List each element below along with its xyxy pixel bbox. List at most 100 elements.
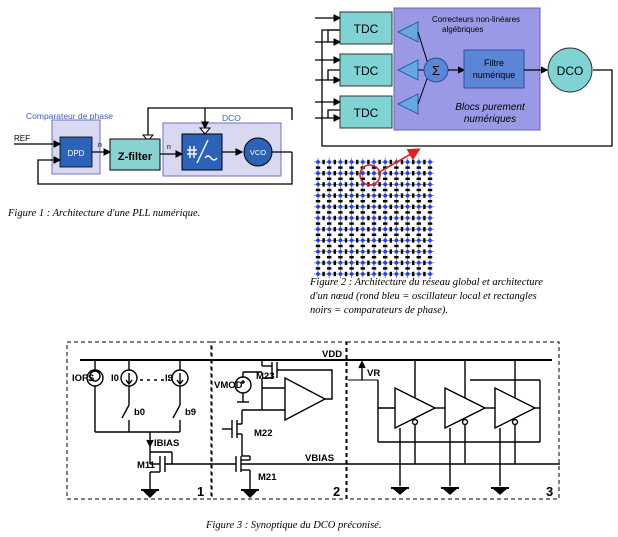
oscillator-node	[372, 160, 376, 164]
oscillator-node	[416, 272, 421, 276]
phase-comparator-mark	[416, 267, 421, 270]
tdc-inputs	[315, 14, 342, 122]
phase-comparator-mark	[371, 166, 377, 169]
oscillator-node	[416, 260, 421, 265]
correcteurs-label-2: algébriques	[442, 25, 483, 34]
oscillator-node	[394, 260, 399, 265]
section-number-1: 1	[197, 484, 204, 499]
phase-comparator-mark	[333, 215, 336, 221]
phase-comparator-mark	[315, 233, 321, 236]
phase-comparator-mark	[322, 238, 325, 243]
oscillator-node	[383, 227, 388, 232]
oscillator-node	[316, 193, 320, 198]
oscillator-node	[316, 204, 320, 209]
phase-comparator-mark	[367, 171, 370, 176]
opamp	[262, 369, 333, 422]
phase-comparator-mark	[394, 244, 399, 248]
phase-comparator-mark	[394, 200, 399, 203]
phase-comparator-mark	[344, 182, 348, 187]
oscillator-node	[416, 227, 421, 232]
oscillator-node	[372, 272, 376, 276]
phase-comparator-mark	[416, 166, 421, 169]
oscillator-node	[405, 260, 410, 265]
phase-comparator-mark	[327, 256, 332, 259]
blocs-label-1: Blocs purement	[455, 102, 526, 113]
phase-comparator-mark	[322, 171, 325, 176]
oscillator-node	[428, 249, 432, 254]
oscillator-node	[316, 272, 320, 276]
sum-symbol: Σ	[432, 63, 440, 78]
phase-comparator-mark	[400, 159, 404, 165]
oscillator-node	[372, 227, 376, 232]
oscillator-node	[383, 160, 388, 164]
b9-switch	[172, 404, 181, 419]
label-m21: M21	[258, 472, 277, 483]
phase-comparator-mark	[412, 193, 415, 198]
phase-comparator-mark	[378, 159, 381, 165]
tdc-label-1: TDC	[354, 22, 379, 36]
tdc-block-2	[339, 53, 393, 87]
phase-comparator-mark	[344, 159, 348, 165]
phase-comparator-mark	[327, 166, 332, 169]
phase-comparator-mark	[389, 227, 392, 232]
phase-comparator-mark	[400, 193, 404, 198]
oscillator-node	[428, 171, 432, 176]
ground-3	[391, 487, 509, 495]
oscillator-node	[405, 171, 410, 176]
phase-comparator-mark	[416, 188, 421, 192]
phase-comparator-mark	[367, 260, 370, 265]
phase-comparator-mark	[412, 182, 415, 187]
oscillator-node	[338, 193, 343, 198]
oscillator-node	[428, 227, 432, 232]
phase-comparator-mark	[356, 249, 359, 254]
fig2-caption-line-2: d'un nœud (rond bleu = oscillateur local…	[310, 291, 537, 302]
phase-comparator-mark	[412, 159, 415, 165]
phase-comparator-mark	[344, 215, 348, 221]
phase-comparator-mark	[383, 256, 388, 259]
phase-comparator-mark	[333, 182, 336, 187]
fig3-labels: IOFS I0 I9 b0 b9 IBIAS M11 VMOD M23 M22 …	[72, 349, 553, 499]
phase-comparator-mark	[315, 222, 321, 225]
oscillator-node	[360, 160, 365, 164]
phase-comparator-mark	[367, 159, 370, 165]
m22-transistor	[222, 409, 262, 456]
phase-comparator-mark	[356, 227, 359, 232]
phase-comparator-mark	[367, 227, 370, 232]
phase-comparator-mark	[322, 215, 325, 221]
phase-comparator-mark	[327, 188, 332, 192]
phase-comparator-mark	[349, 177, 354, 180]
oscillator-node	[416, 182, 421, 187]
phase-comparator-mark	[423, 182, 426, 187]
oscillator-node	[383, 238, 388, 243]
phase-comparator-mark	[416, 177, 421, 180]
phase-comparator-mark	[423, 271, 426, 277]
phase-comparator-mark	[389, 238, 392, 243]
oscillator-node	[394, 193, 399, 198]
filtre-label-2: numérique	[473, 70, 516, 80]
oscillator-node	[405, 216, 410, 220]
oscillator-node	[349, 272, 354, 276]
oscillator-node	[327, 260, 332, 265]
phase-comparator-mark	[378, 215, 381, 221]
oscillator-node	[360, 238, 365, 243]
phase-comparator-mark	[423, 204, 426, 209]
phase-comparator-mark	[367, 238, 370, 243]
phase-comparator-mark	[412, 204, 415, 209]
i9-current-source	[171, 360, 189, 432]
oscillator-node	[327, 193, 332, 198]
m11-transistor	[149, 451, 236, 486]
oscillator-node	[327, 204, 332, 209]
phase-comparator-mark	[360, 233, 365, 236]
phase-comparator-mark	[427, 200, 433, 203]
phase-comparator-mark	[367, 249, 370, 254]
n-label-2: n	[167, 144, 171, 151]
label-m22: M22	[254, 428, 272, 439]
oscillator-node	[327, 272, 332, 276]
phase-comparator-mark	[315, 188, 321, 192]
phase-comparator-mark	[378, 204, 381, 209]
network-dco-label: DCO	[557, 64, 584, 78]
label-vr: VR	[367, 368, 380, 379]
tdc-block-1	[339, 11, 393, 45]
phase-comparator-mark	[327, 233, 332, 236]
phase-comparator-mark	[405, 267, 410, 270]
